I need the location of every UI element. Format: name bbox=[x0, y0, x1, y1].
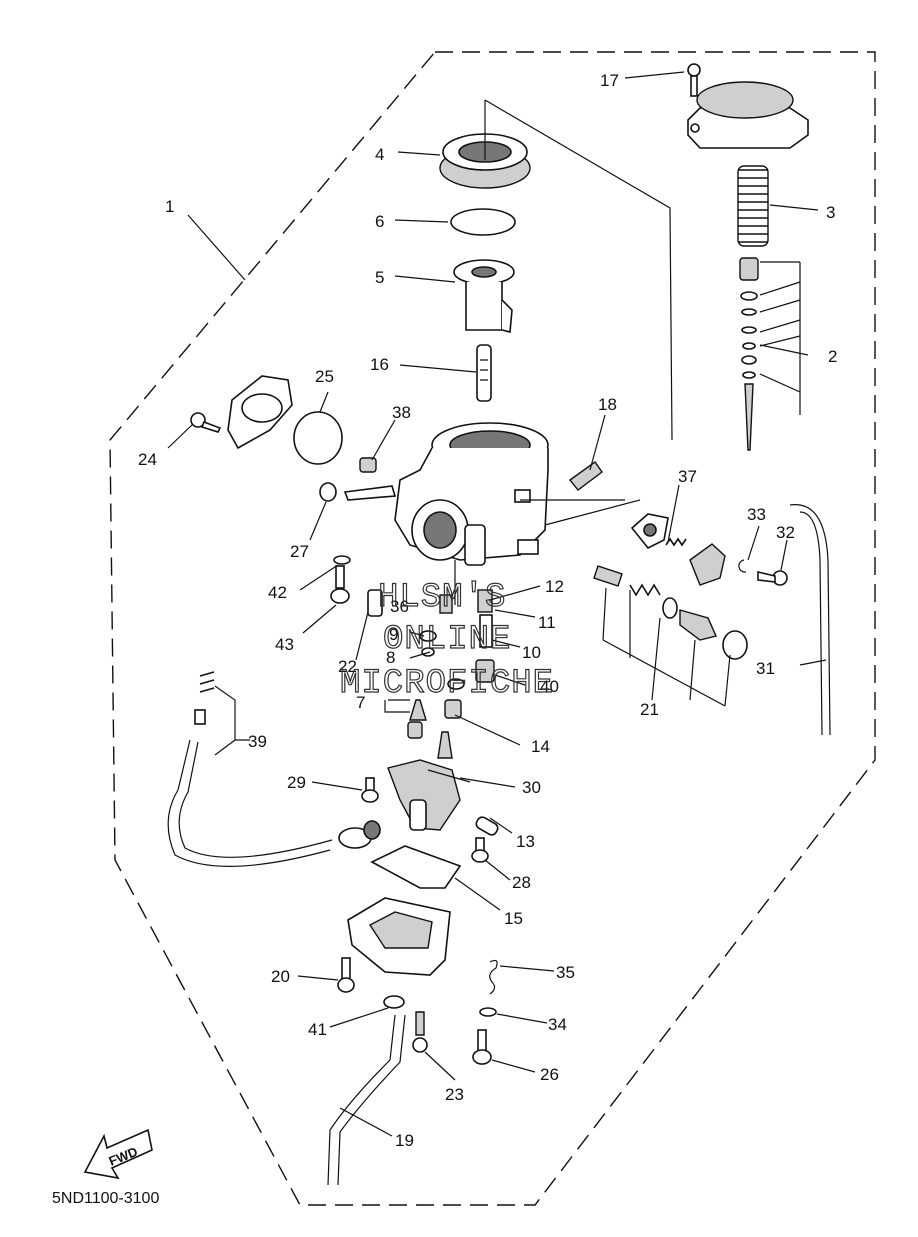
part-21-screw-set bbox=[593, 565, 748, 660]
callout-16: 16 bbox=[370, 355, 389, 374]
part-17-screw bbox=[687, 63, 701, 97]
watermark: HLSM'S ONLINE MICROFICHE bbox=[339, 578, 554, 703]
callout-11: 11 bbox=[538, 613, 556, 632]
part-42-washer bbox=[333, 555, 351, 565]
part-28-screw bbox=[471, 837, 489, 863]
callout-10: 10 bbox=[522, 643, 541, 662]
part-38-plug bbox=[359, 457, 377, 473]
callout-1: 1 bbox=[165, 197, 174, 216]
part-41-clamp bbox=[383, 995, 405, 1009]
callout-2: 2 bbox=[828, 347, 837, 366]
callout-26: 26 bbox=[540, 1065, 559, 1084]
callout-24: 24 bbox=[138, 450, 157, 469]
callout-27: 27 bbox=[290, 542, 309, 561]
part-intake-gasket-hole bbox=[241, 393, 283, 423]
callout-18: 18 bbox=[598, 395, 617, 414]
part-31-hose bbox=[789, 504, 831, 736]
callout-3: 3 bbox=[826, 203, 835, 222]
part-13-pin bbox=[475, 816, 499, 836]
part-29-screw bbox=[361, 777, 379, 803]
part-37-cover bbox=[630, 513, 726, 586]
callout-34: 34 bbox=[548, 1015, 567, 1034]
callout-5: 5 bbox=[375, 268, 384, 287]
callout-43: 43 bbox=[275, 635, 294, 654]
callout-28: 28 bbox=[512, 873, 531, 892]
callout-29: 29 bbox=[287, 773, 306, 792]
part-33-clip bbox=[738, 559, 747, 573]
part-15-gasket bbox=[370, 845, 462, 889]
part-30-float bbox=[387, 759, 471, 831]
part-center-jets bbox=[367, 589, 495, 759]
callout-6: 6 bbox=[375, 212, 384, 231]
part-24-screw bbox=[190, 412, 222, 433]
leader-lines bbox=[167, 71, 827, 1137]
callout-14: 14 bbox=[531, 737, 550, 756]
callout-30: 30 bbox=[522, 778, 541, 797]
diagram-code: 5ND1100-3100 bbox=[52, 1190, 160, 1207]
part-39-throttle-cable bbox=[167, 671, 381, 867]
callout-39: 39 bbox=[248, 732, 267, 751]
watermark-line-2: ONLINE bbox=[383, 621, 511, 659]
part-3-spring bbox=[737, 165, 769, 247]
part-float-bowl bbox=[347, 897, 451, 976]
callout-31: 31 bbox=[756, 659, 775, 678]
part-18-screw bbox=[568, 461, 603, 491]
callout-38: 38 bbox=[392, 403, 411, 422]
part-25-o-ring bbox=[293, 411, 343, 465]
watermark-line-1: HLSM'S bbox=[378, 579, 506, 617]
callout-36: 36 bbox=[390, 597, 409, 616]
part-6-o-ring bbox=[450, 208, 516, 236]
callout-40: 40 bbox=[540, 677, 559, 696]
part-43-screw bbox=[330, 565, 350, 604]
part-32-screw bbox=[757, 570, 788, 586]
callout-41: 41 bbox=[308, 1020, 327, 1039]
part-2-needle-set bbox=[739, 257, 759, 451]
part-20-screw bbox=[337, 957, 355, 993]
callout-4: 4 bbox=[375, 145, 384, 164]
callout-15: 15 bbox=[504, 909, 523, 928]
part-19-hose bbox=[327, 1014, 406, 1186]
part-top-cover bbox=[687, 81, 809, 149]
assembly-boundary bbox=[109, 51, 876, 1206]
callout-19: 19 bbox=[395, 1131, 414, 1150]
part-1-carburetor-body bbox=[343, 422, 549, 566]
part-16-tube bbox=[476, 344, 492, 402]
part-5-piston-valve bbox=[453, 259, 515, 334]
callout-42: 42 bbox=[268, 583, 287, 602]
callout-8: 8 bbox=[386, 648, 395, 667]
callout-labels: 1 2 3 4 5 6 7 8 9 10 11 12 13 14 15 16 1… bbox=[138, 71, 837, 1150]
callout-9: 9 bbox=[389, 625, 398, 644]
part-26-bolt bbox=[472, 1029, 492, 1065]
callout-21: 21 bbox=[640, 700, 659, 719]
callout-32: 32 bbox=[776, 523, 795, 542]
callout-12: 12 bbox=[545, 577, 564, 596]
callout-23: 23 bbox=[445, 1085, 464, 1104]
watermark-line-3: MICROFICHE bbox=[340, 665, 554, 703]
callout-7: 7 bbox=[356, 693, 365, 712]
callout-22: 22 bbox=[338, 657, 357, 676]
part-27-nut bbox=[319, 482, 337, 502]
callout-35: 35 bbox=[556, 963, 575, 982]
part-23-screw bbox=[412, 1011, 428, 1053]
callout-20: 20 bbox=[271, 967, 290, 986]
fwd-arrow-icon: FWD bbox=[83, 1128, 153, 1180]
part-34-washer bbox=[479, 1007, 497, 1017]
callout-37: 37 bbox=[678, 467, 697, 486]
callout-33: 33 bbox=[747, 505, 766, 524]
callout-25: 25 bbox=[315, 367, 334, 386]
callout-13: 13 bbox=[516, 832, 535, 851]
part-35-clip bbox=[489, 959, 498, 995]
callout-17: 17 bbox=[600, 71, 619, 90]
